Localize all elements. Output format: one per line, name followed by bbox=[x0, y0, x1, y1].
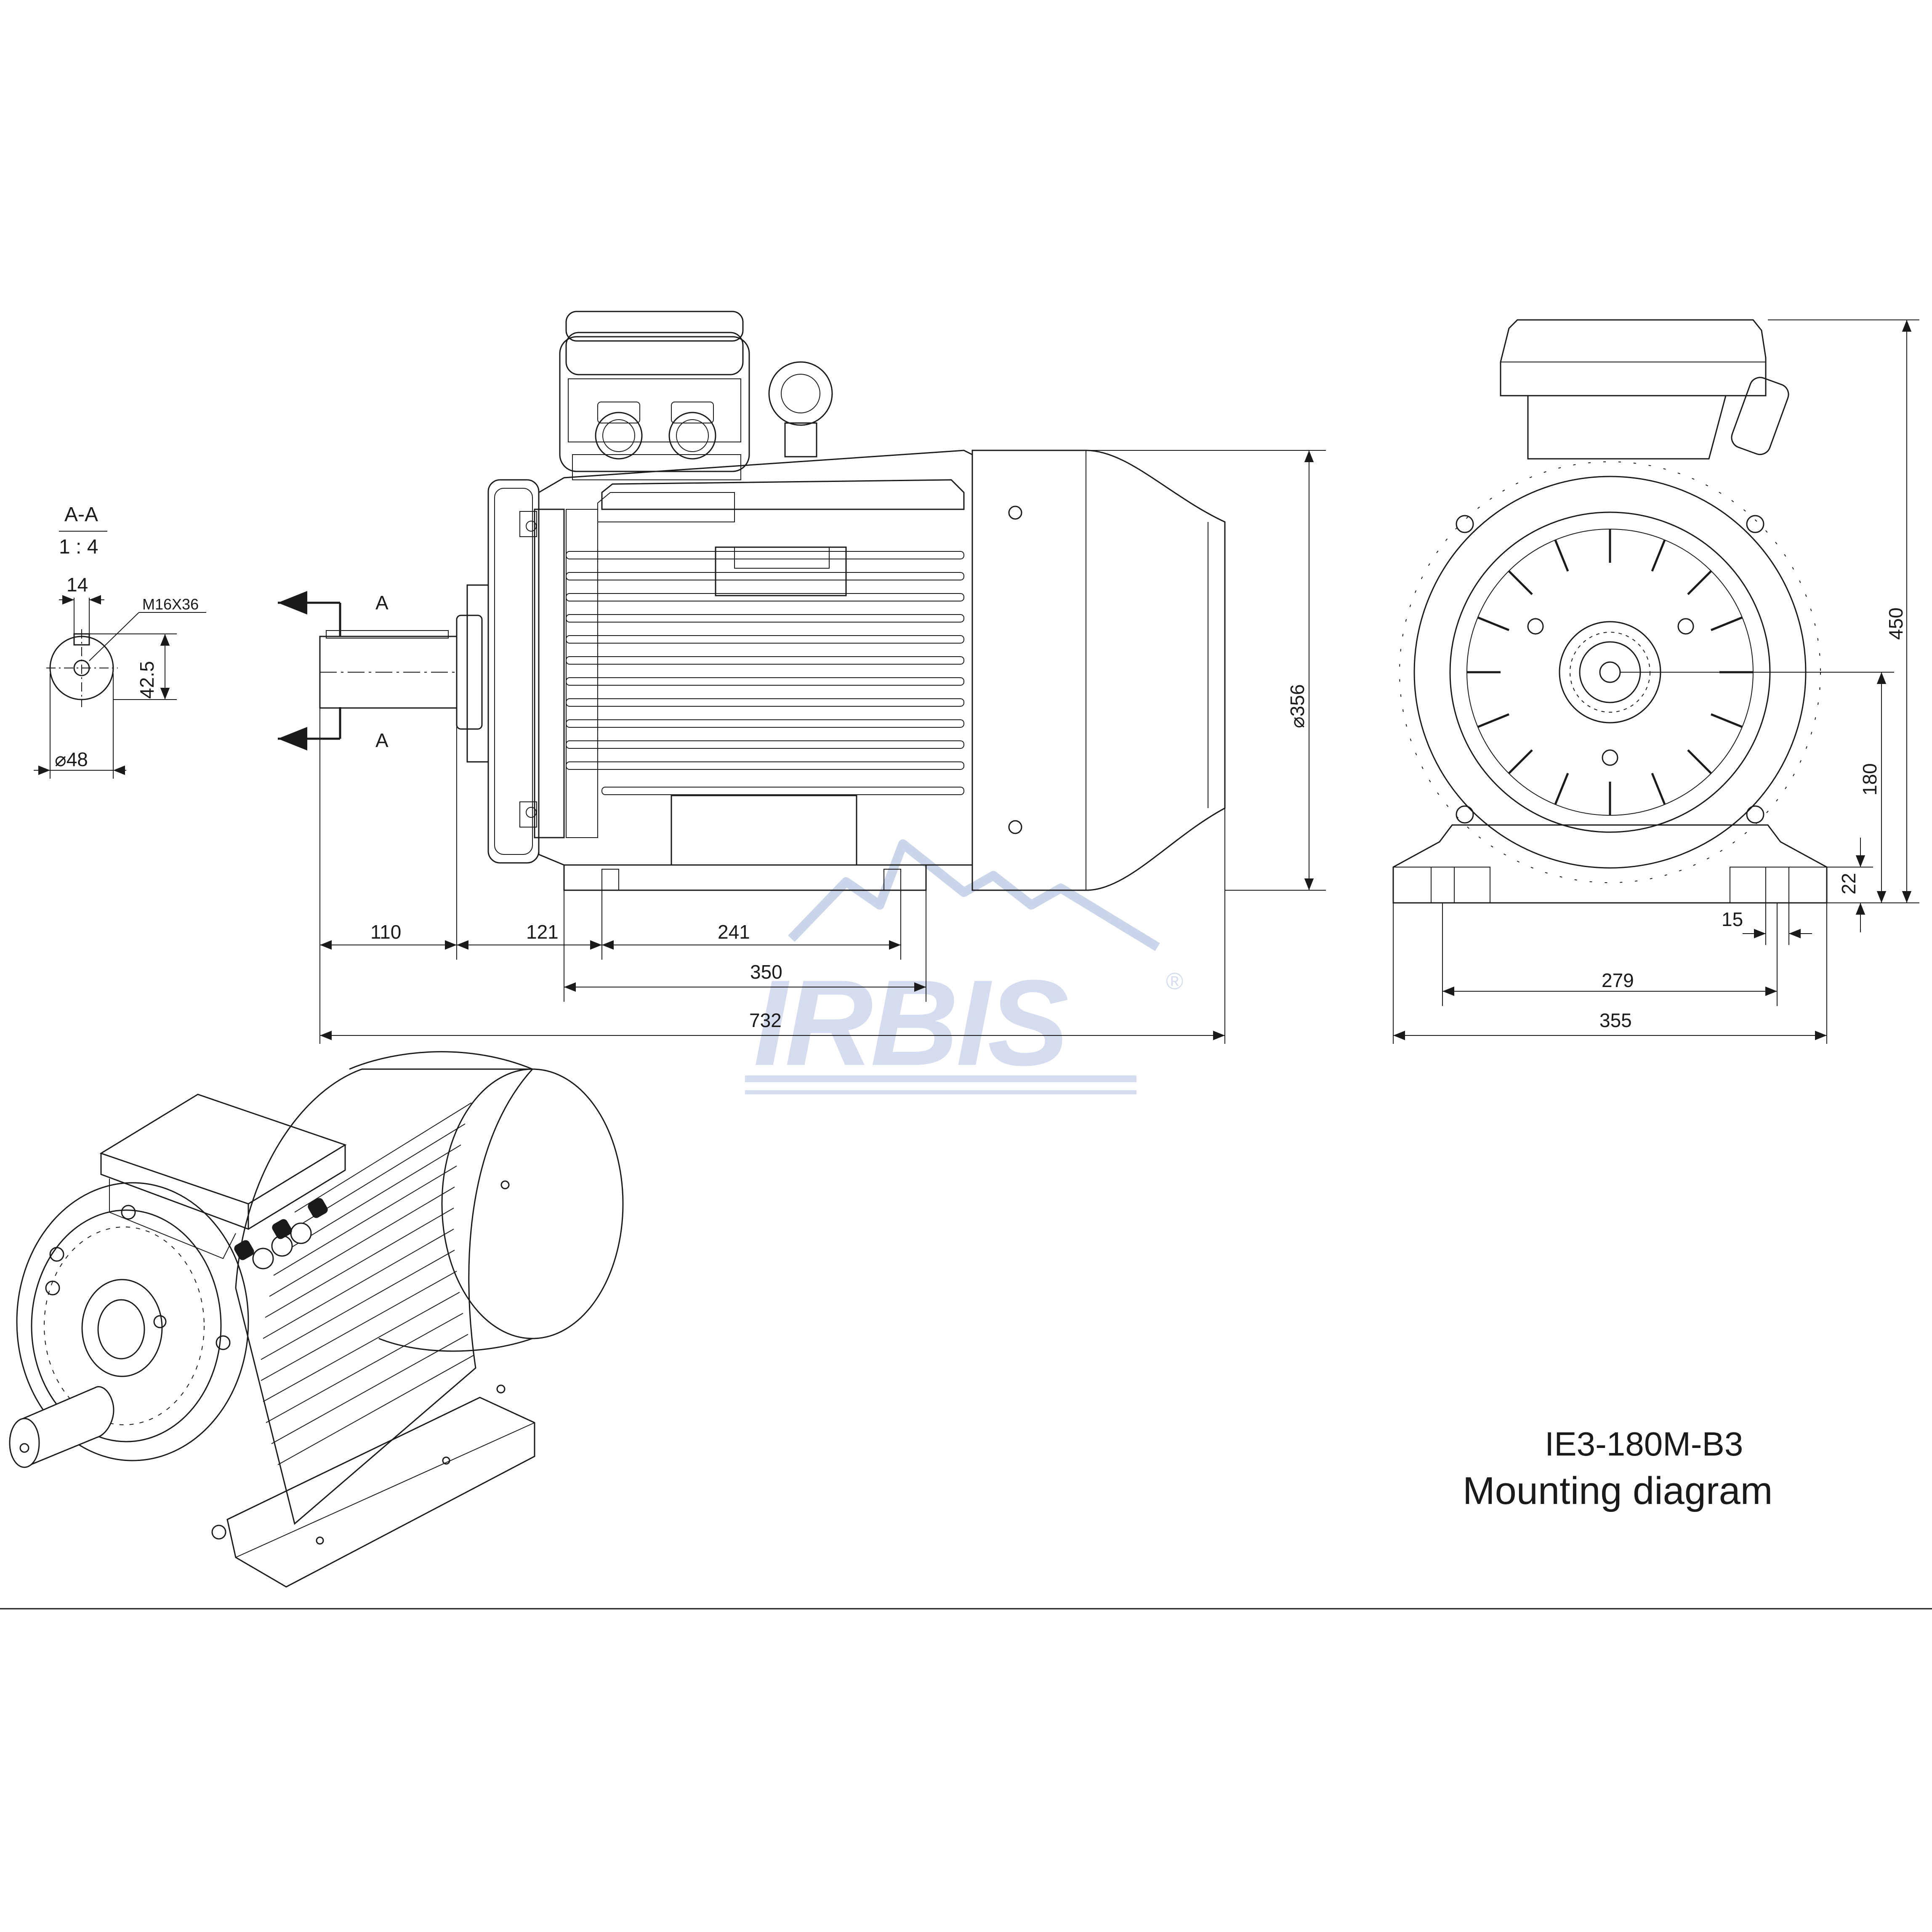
key-width-dim: 14 bbox=[67, 574, 88, 596]
end-view-feet bbox=[1392, 824, 1828, 904]
isometric-view bbox=[9, 1051, 624, 1588]
cutting-plane-a: A A bbox=[278, 591, 389, 751]
iso-body bbox=[235, 1068, 534, 1525]
dim-foot-spacing: 241 bbox=[718, 921, 750, 943]
dim-foot-hole-spacing: 279 bbox=[1602, 969, 1634, 991]
end-view: 450 180 22 15 279 355 bbox=[1392, 319, 1919, 1044]
shaft-end bbox=[1599, 661, 1621, 683]
dim-body-diameter: ⌀356 bbox=[1286, 684, 1308, 728]
foot-block bbox=[671, 795, 857, 866]
dim-hole-diameter: 15 bbox=[1722, 908, 1743, 930]
key-height-dim: 42.5 bbox=[136, 661, 158, 699]
cable-gland bbox=[1731, 377, 1789, 455]
iso-end-shield bbox=[16, 1182, 249, 1461]
section-name: A-A bbox=[64, 503, 98, 526]
lifting-lug-plate bbox=[715, 546, 847, 596]
logo-text: IRBIS bbox=[753, 955, 1070, 1091]
frame-body bbox=[538, 450, 973, 866]
shaft-key bbox=[326, 630, 449, 639]
model-label: IE3-180M-B3 bbox=[1545, 1425, 1743, 1463]
terminal-box-top bbox=[1500, 319, 1767, 397]
cooling-fins bbox=[566, 551, 964, 795]
iso-shaft bbox=[22, 1386, 114, 1468]
thread-callout: M16X36 bbox=[142, 596, 199, 613]
section-a-a: A-A 1 : 4 14 M16X36 42.5 ⌀48 bbox=[34, 503, 206, 779]
irbis-watermark-logo: IRBIS ® bbox=[745, 839, 1183, 1094]
terminal-box bbox=[559, 311, 750, 480]
cut-label-top: A bbox=[375, 592, 389, 614]
section-scale: 1 : 4 bbox=[59, 536, 98, 558]
iso-fins bbox=[261, 1102, 474, 1465]
dim-foot-outer: 350 bbox=[750, 961, 782, 983]
end-view-dimensions: 450 180 22 15 279 355 bbox=[1393, 319, 1919, 1044]
dim-flange-to-foot: 121 bbox=[526, 921, 559, 943]
dim-shaft-height: 180 bbox=[1859, 763, 1881, 796]
end-shield bbox=[487, 479, 540, 864]
lifting-eye bbox=[768, 361, 833, 426]
dim-shaft-length: 110 bbox=[370, 921, 401, 943]
iso-terminal-box bbox=[99, 1094, 347, 1269]
side-view-dimensions: 110 121 241 350 732 ⌀356 bbox=[319, 450, 1326, 1044]
dim-overall-height: 450 bbox=[1885, 607, 1907, 640]
registered-mark: ® bbox=[1166, 968, 1183, 994]
shaft-diameter-dim: ⌀48 bbox=[55, 748, 88, 770]
feet-base bbox=[563, 864, 927, 891]
dim-overall-length: 732 bbox=[749, 1009, 782, 1031]
dim-foot-width: 355 bbox=[1599, 1009, 1632, 1031]
cut-label-bottom: A bbox=[375, 729, 389, 751]
dim-foot-thickness: 22 bbox=[1838, 873, 1860, 894]
side-view: 110 121 241 350 732 ⌀356 bbox=[319, 311, 1326, 1044]
diagram-title: Mounting diagram bbox=[1463, 1469, 1773, 1512]
